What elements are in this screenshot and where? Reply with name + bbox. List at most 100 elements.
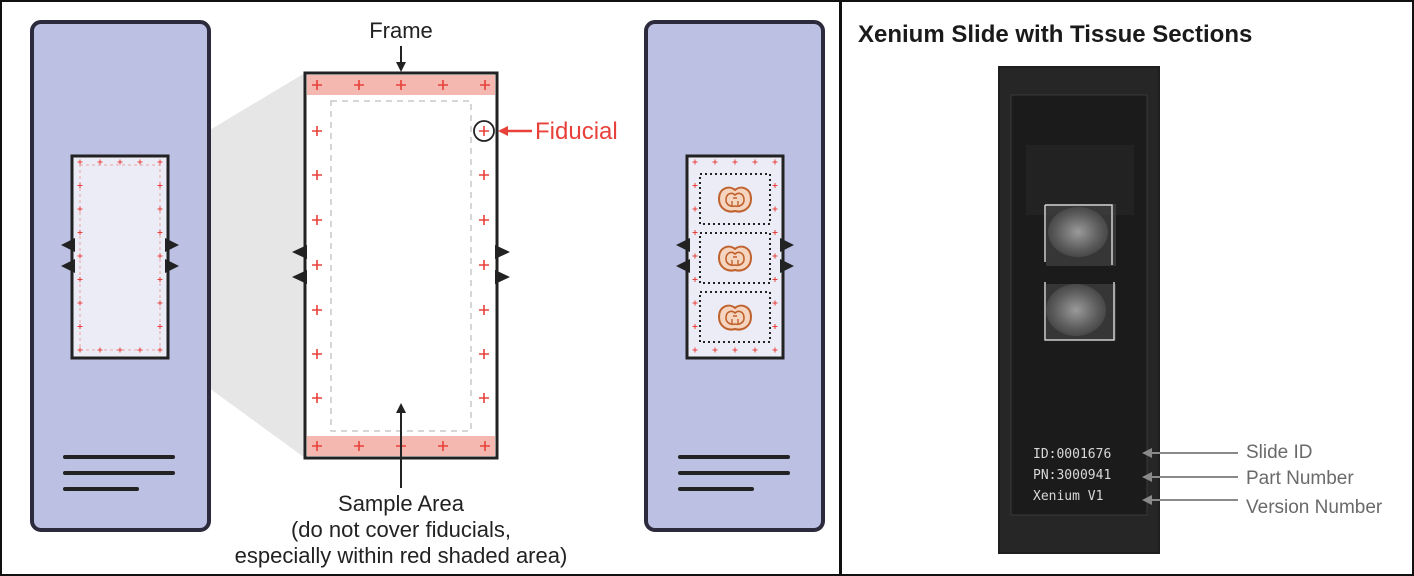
fiducial-mark	[479, 393, 489, 403]
fiducial-mark	[312, 126, 322, 136]
zoomed-frame	[292, 71, 510, 460]
tissue-section-box	[699, 291, 771, 343]
tissue-slide	[644, 20, 825, 532]
fiducial-mark	[772, 277, 778, 282]
fiducial-mark	[479, 170, 489, 180]
fiducial-mark	[772, 230, 778, 235]
fiducial-mark	[479, 126, 489, 136]
fiducial-mark	[312, 260, 322, 270]
fiducial-mark	[772, 324, 778, 329]
fiducial-mark	[137, 347, 143, 353]
fiducial-mark	[117, 347, 123, 353]
fiducial-mark	[692, 159, 698, 165]
fiducial-mark	[157, 183, 163, 188]
fiducial-mark	[479, 215, 489, 225]
fiducial-mark	[312, 305, 322, 315]
blank-slide	[30, 20, 211, 532]
fiducial-mark	[77, 183, 83, 188]
callout-part-number: Part Number	[1246, 468, 1354, 489]
fiducial-mark	[77, 159, 83, 165]
sample-area-label: Sample Area	[338, 491, 465, 516]
right-panel-border	[840, 0, 1414, 576]
fiducial-mark	[692, 277, 698, 282]
fiducial-mark	[692, 253, 698, 259]
callout-version-number: Version Number	[1246, 497, 1383, 518]
fiducial-mark	[77, 324, 83, 329]
fiducial-mark	[354, 80, 364, 90]
fiducial-mark	[692, 347, 698, 353]
fiducial-mark	[772, 253, 778, 259]
photo-slide-id: ID:0001676	[1033, 447, 1111, 462]
fiducial-mark	[692, 206, 698, 212]
tissue-photo-2	[1046, 284, 1106, 336]
photo-part-number: PN:3000941	[1033, 468, 1111, 483]
fiducial-mark	[712, 159, 718, 165]
fiducial-mark	[77, 253, 83, 259]
photo-version: Xenium V1	[1033, 489, 1103, 504]
fiducial-mark	[480, 80, 490, 90]
fiducial-mark	[396, 80, 406, 90]
fiducial-mark	[312, 349, 322, 359]
fiducial-mark	[157, 206, 163, 212]
fiducial-mark	[479, 349, 489, 359]
callout-slide-id: Slide ID	[1246, 442, 1313, 463]
frame-fiducials	[312, 80, 490, 451]
fiducial-mark	[692, 300, 698, 306]
fiducial-mark	[312, 393, 322, 403]
fiducial-mark	[438, 441, 448, 451]
fiducial-mark	[479, 305, 489, 315]
fiducial-mark	[480, 441, 490, 451]
fiducial-mark	[692, 183, 698, 188]
fiducial-mark	[772, 347, 778, 353]
fiducial-mark	[312, 215, 322, 225]
sample-area-note-1: (do not cover fiducials,	[291, 517, 511, 542]
fiducial-mark	[312, 80, 322, 90]
fiducial-mark	[752, 159, 758, 165]
fiducial-mark	[732, 159, 738, 165]
fiducial-mark	[137, 159, 143, 165]
fiducial-mark	[752, 347, 758, 353]
fiducial-mark	[772, 159, 778, 165]
fiducial-mark	[157, 253, 163, 259]
fiducial-mark	[712, 347, 718, 353]
fiducial-mark	[97, 159, 103, 165]
fiducial-mark	[77, 347, 83, 353]
fiducial-mark	[157, 347, 163, 353]
tissue-section-box	[699, 173, 771, 225]
fiducial-mark	[772, 300, 778, 306]
tissue-section	[718, 304, 752, 331]
fiducial-mark	[77, 230, 83, 235]
fiducial-mark	[354, 441, 364, 451]
fiducial-mark	[77, 300, 83, 306]
fiducial-mark	[772, 183, 778, 188]
tissue-photo-1	[1048, 207, 1108, 257]
blank-slide-fiducials	[77, 159, 163, 353]
sample-area-note-2: especially within red shaded area)	[235, 543, 568, 568]
fiducial-mark	[438, 80, 448, 90]
fiducial-label: Fiducial	[535, 118, 618, 145]
fiducial-mark	[772, 206, 778, 212]
tissue-slide-fiducials	[692, 159, 778, 353]
fiducial-mark	[692, 230, 698, 235]
fiducial-mark	[157, 230, 163, 235]
fiducial-mark	[157, 159, 163, 165]
fiducial-mark	[157, 324, 163, 329]
tissue-section	[718, 245, 752, 272]
tissue-section-box	[699, 232, 771, 284]
fiducial-mark	[732, 347, 738, 353]
fiducial-mark	[77, 277, 83, 282]
fiducial-mark	[117, 159, 123, 165]
fiducial-mark	[157, 300, 163, 306]
blank-slide-frame	[70, 154, 170, 360]
fiducial-mark	[479, 260, 489, 270]
fiducial-mark	[312, 441, 322, 451]
fiducial-mark	[692, 324, 698, 329]
fiducial-mark	[97, 347, 103, 353]
fiducial-highlight-circle	[473, 120, 495, 142]
frame-label: Frame	[369, 18, 433, 43]
fiducial-mark	[312, 170, 322, 180]
fiducial-mark	[77, 206, 83, 212]
fiducial-mark	[157, 277, 163, 282]
photo-title: Xenium Slide with Tissue Sections	[858, 21, 1252, 48]
